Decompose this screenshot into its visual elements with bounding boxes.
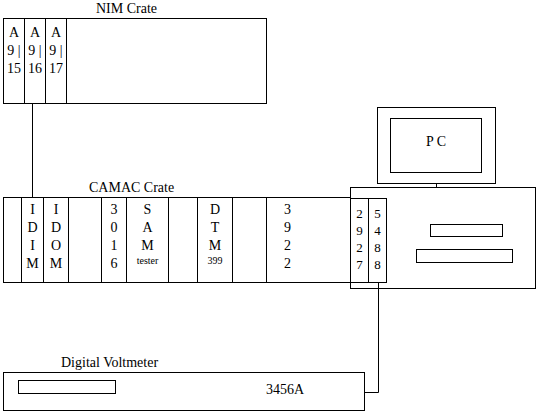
camac-module: I D O M bbox=[44, 198, 69, 282]
camac-module: 3 9 2 2 bbox=[266, 198, 308, 282]
module-label: D T M bbox=[209, 201, 221, 255]
crate-title: NIM Crate bbox=[96, 0, 157, 18]
instrument-title: Digital Voltmeter bbox=[61, 354, 158, 372]
monitor-bezel bbox=[378, 108, 496, 184]
pc-label: P C bbox=[426, 133, 446, 151]
module-sublabel: tester bbox=[137, 255, 159, 267]
card-label: 5 4 8 8 bbox=[374, 205, 381, 273]
monitor-screen: P C bbox=[390, 118, 482, 173]
camac-module: I D I M bbox=[21, 198, 44, 282]
interface-card: 5 4 8 8 bbox=[368, 198, 387, 283]
camac-module: D T M399 bbox=[197, 198, 233, 282]
model-number: 3456A bbox=[266, 381, 304, 399]
module-sublabel: 399 bbox=[208, 255, 223, 267]
crate-title: CAMAC Crate bbox=[89, 179, 174, 197]
module-label: A 9 | 15 bbox=[7, 24, 21, 78]
nim-crate: NIM CrateA 9 | 15A 9 | 16A 9 | 17 bbox=[3, 18, 267, 104]
module-label: I D I M bbox=[26, 201, 38, 273]
pc-case bbox=[351, 188, 536, 289]
module-label: 3 9 2 2 bbox=[284, 201, 291, 273]
camac-module: 3 0 1 6 bbox=[101, 198, 127, 282]
nim-module: A 9 | 15 bbox=[4, 19, 25, 103]
module-label: A 9 | 17 bbox=[49, 24, 63, 78]
module-label: 3 0 1 6 bbox=[111, 201, 118, 273]
connector-wire bbox=[365, 283, 379, 393]
camac-crate: CAMAC CrateI D I MI D O M3 0 1 6S A Mtes… bbox=[3, 197, 351, 283]
drive-slot bbox=[431, 225, 503, 237]
voltmeter-display bbox=[19, 381, 116, 394]
drive-slot bbox=[417, 250, 513, 263]
digital-voltmeter: Digital Voltmeter3456A bbox=[3, 372, 365, 411]
module-label: I D O M bbox=[50, 201, 62, 273]
camac-module: S A Mtester bbox=[127, 198, 169, 282]
nim-module: A 9 | 17 bbox=[46, 19, 67, 103]
card-label: 2 9 2 7 bbox=[356, 205, 363, 273]
module-label: S A M bbox=[141, 201, 153, 255]
monitor-stand bbox=[436, 184, 437, 188]
module-label: A 9 | 16 bbox=[28, 24, 42, 78]
interface-card: 2 9 2 7 bbox=[350, 198, 369, 283]
connector-wire bbox=[32, 104, 33, 197]
nim-module: A 9 | 16 bbox=[25, 19, 46, 103]
